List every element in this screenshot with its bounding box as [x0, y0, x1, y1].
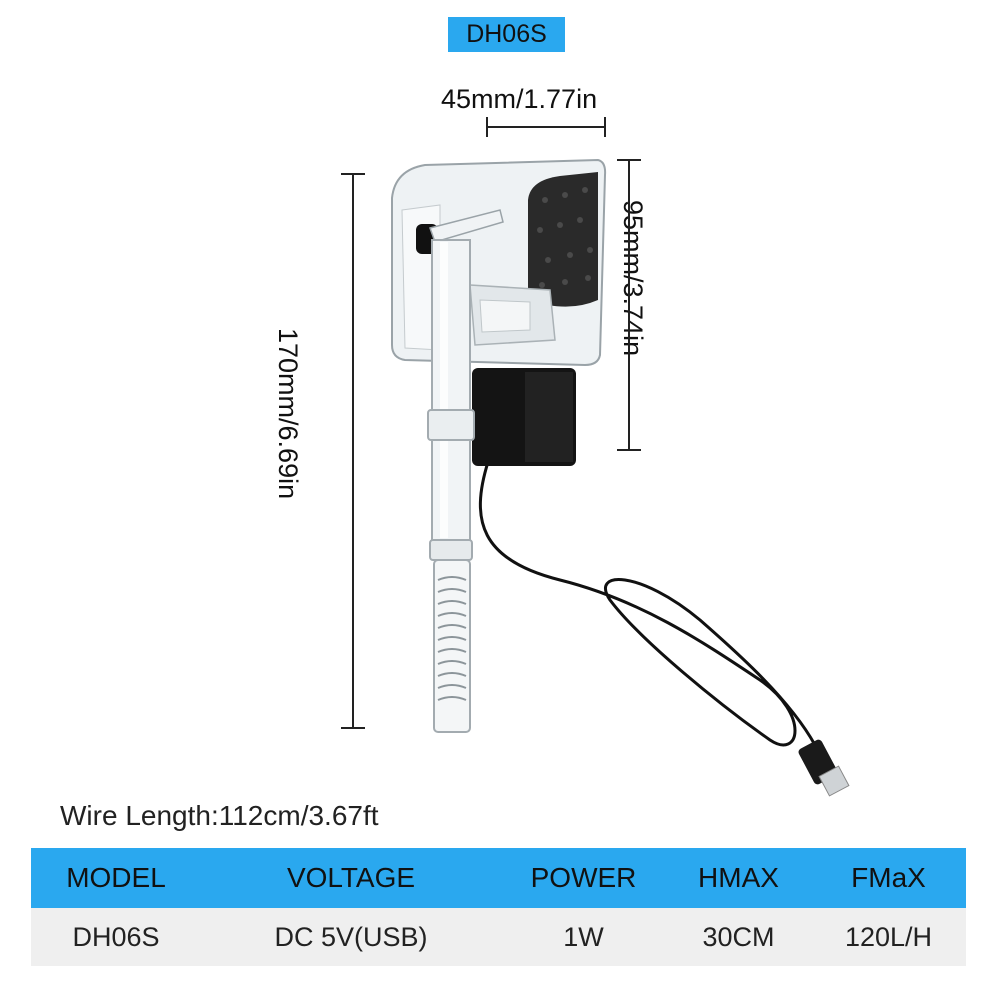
header-model: MODEL	[31, 848, 201, 908]
header-voltage: VOLTAGE	[201, 848, 501, 908]
cell-voltage: DC 5V(USB)	[201, 908, 501, 966]
head-height-dimension-line	[617, 159, 641, 451]
header-power: POWER	[501, 848, 666, 908]
intake-tube	[427, 239, 475, 733]
power-cable	[478, 461, 817, 747]
model-title-badge: DH06S	[448, 17, 565, 52]
filter-product-image	[341, 117, 850, 797]
table-row: DH06S DC 5V(USB) 1W 30CM 120L/H	[31, 908, 966, 966]
header-fmax: FMaX	[811, 848, 966, 908]
strainer-icon	[437, 576, 467, 701]
cell-hmax: 30CM	[666, 908, 811, 966]
specs-header-row: MODEL VOLTAGE POWER HMAX FMaX	[31, 848, 966, 908]
header-hmax: HMAX	[666, 848, 811, 908]
cell-model: DH06S	[31, 908, 201, 966]
sponge-icon	[528, 172, 598, 307]
cell-fmax: 120L/H	[811, 908, 966, 966]
width-dimension-label: 45mm/1.77in	[441, 84, 598, 114]
width-dimension-line	[486, 117, 606, 137]
total-height-dimension-line	[341, 173, 365, 729]
usb-plug-icon	[798, 739, 850, 797]
wire-length-label: Wire Length:112cm/3.67ft	[60, 800, 379, 831]
specs-table: MODEL VOLTAGE POWER HMAX FMaX DH06S DC 5…	[31, 848, 966, 966]
cell-power: 1W	[501, 908, 666, 966]
